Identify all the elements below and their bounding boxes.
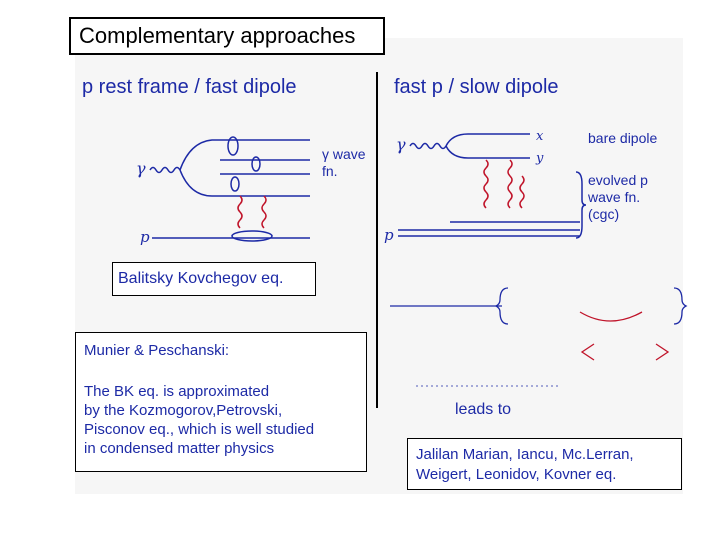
gluon-ladder	[237, 195, 243, 229]
jimwlk-equation-box: Jalilan Marian, Iancu, Mc.Lerran, Weiger…	[407, 438, 682, 490]
bk-equation-box: Balitsky Kovchegov eq.	[112, 262, 316, 296]
proton-symbol: p	[140, 228, 150, 246]
mp-body-line: by the Kozmogorov,Petrovski,	[84, 402, 283, 419]
handwritten-evolution-equation	[390, 287, 688, 361]
photon-dipole-diagram: γ p	[136, 136, 310, 246]
proton-blob	[231, 230, 273, 242]
dipole-lower-line	[445, 145, 530, 159]
loop-mark	[227, 136, 239, 156]
loop-mark	[230, 176, 240, 192]
y-coordinate-label: y	[535, 151, 544, 166]
photon-wavy-line	[149, 166, 181, 174]
jimwlk-line: Weigert, Leonidov, Kovner eq.	[416, 466, 617, 483]
gamma-symbol: γ	[396, 135, 406, 154]
proton-symbol: p	[384, 226, 394, 244]
gluon-ladder	[261, 195, 267, 229]
dipole-upper-line	[445, 133, 530, 147]
proton-dipole-diagram: γ x y p	[384, 129, 580, 244]
photon-wavy-line	[409, 142, 447, 150]
leads-to-text: leads to	[455, 401, 512, 418]
munier-peschanski-box: Munier & Peschanski: The BK eq. is appro…	[75, 332, 367, 472]
jimwlk-line: Jalilan Marian, Iancu, Mc.Lerran,	[416, 446, 634, 463]
gluon-ladder	[519, 175, 525, 209]
gamma-wave-label: γ wave fn.	[322, 146, 366, 179]
gamma-symbol: γ	[136, 159, 146, 178]
column-divider	[376, 72, 378, 408]
handwritten-wilson-line	[416, 385, 560, 387]
evolved-brace	[575, 171, 587, 239]
slide-title: Complementary approaches	[69, 17, 385, 55]
mp-heading: Munier & Peschanski:	[84, 342, 230, 359]
bare-dipole-label: bare dipole	[588, 130, 658, 146]
gluon-ladder	[507, 159, 513, 209]
right-heading: fast p / slow dipole	[394, 76, 559, 98]
mp-body-line: The BK eq. is approximated	[84, 383, 270, 400]
mp-body-line: Pisconov eq., which is well studied	[84, 421, 315, 438]
mp-body-line: in condensed matter physics	[84, 440, 275, 457]
loop-mark	[251, 156, 261, 172]
dipole-upper-line	[179, 139, 310, 171]
dipole-lower-line	[179, 169, 310, 197]
x-coordinate-label: x	[536, 129, 544, 144]
gluon-ladder	[483, 159, 489, 209]
left-heading: p rest frame / fast dipole	[82, 76, 297, 98]
evolved-proton-label: evolved p wave fn. (cgc)	[588, 172, 648, 222]
